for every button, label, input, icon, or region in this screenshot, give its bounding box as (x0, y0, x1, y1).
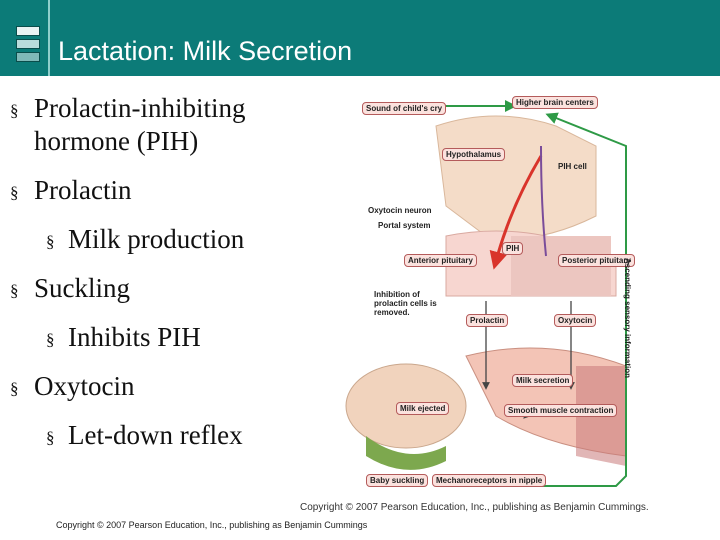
bullet-suckling: § Suckling (10, 272, 340, 305)
bullet-marker: § (10, 183, 19, 202)
label-milk-secretion: Milk secretion (512, 374, 574, 387)
subbullet-inhibits-pih: § Inhibits PIH (10, 321, 340, 354)
label-inhibition: Inhibition of prolactin cells is removed… (374, 290, 437, 317)
label-portal-system: Portal system (378, 221, 431, 230)
label-milk-ejected: Milk ejected (396, 402, 450, 415)
label-pih-cell: PIH cell (558, 162, 587, 171)
bullet-pih: § Prolactin-inhibiting hormone (PIH) (10, 92, 340, 158)
pih-arrow (489, 155, 543, 270)
bullet-text: Prolactin-inhibiting hormone (PIH) (34, 93, 246, 156)
label-oxytocin-neuron: Oxytocin neuron (368, 206, 432, 215)
label-prolactin: Prolactin (466, 314, 509, 327)
bullet-text: Prolactin (34, 175, 132, 205)
bullet-text: Oxytocin (34, 371, 135, 401)
label-ascending: Ascending sensory information (623, 258, 632, 379)
slide-footer: Copyright © 2007 Pearson Education, Inc.… (56, 520, 368, 530)
label-higher-brain: Higher brain centers (512, 96, 598, 109)
bullet-text: Inhibits PIH (68, 322, 201, 352)
label-pih: PIH (502, 242, 524, 255)
subbullet-let-down: § Let-down reflex (10, 419, 340, 452)
bullet-marker: § (10, 101, 19, 120)
label-posterior-pituitary: Posterior pituitary (558, 254, 635, 267)
bullet-text: Let-down reflex (68, 420, 243, 450)
bullet-marker: § (46, 330, 55, 349)
label-sound: Sound of child's cry (362, 102, 447, 115)
title-bar: Lactation: Milk Secretion (0, 0, 720, 76)
label-hypothalamus: Hypothalamus (442, 148, 506, 161)
bullet-marker: § (10, 281, 19, 300)
label-mechanoreceptors: Mechanoreceptors in nipple (432, 474, 547, 487)
bullet-marker: § (46, 428, 55, 447)
subbullet-milk-production: § Milk production (10, 223, 340, 256)
bullet-prolactin: § Prolactin (10, 174, 340, 207)
sensory-pathway-arrow (506, 112, 627, 487)
bullet-marker: § (10, 379, 19, 398)
bullet-text: Suckling (34, 273, 131, 303)
bullet-oxytocin: § Oxytocin (10, 370, 340, 403)
bullet-text: Milk production (68, 224, 245, 254)
bullet-marker: § (46, 232, 55, 251)
label-baby-suckling: Baby suckling (366, 474, 429, 487)
hypothalamus-shape (435, 115, 597, 239)
oxytocin-neuron-path (540, 145, 547, 257)
bullet-list: § Prolactin-inhibiting hormone (PIH) § Pro… (10, 92, 340, 468)
figure-copyright: Copyright © 2007 Pearson Education, Inc.… (300, 502, 649, 513)
slide-title: Lactation: Milk Secretion (58, 36, 353, 66)
label-oxytocin: Oxytocin (554, 314, 597, 327)
label-smooth-muscle: Smooth muscle contraction (504, 404, 618, 417)
label-anterior-pituitary: Anterior pituitary (404, 254, 477, 267)
lactation-diagram: Sound of child's cry Higher brain center… (296, 86, 706, 526)
title-divider (48, 0, 50, 76)
baby-clothing-shape (366, 436, 446, 470)
slide-logo-icon (16, 26, 40, 70)
